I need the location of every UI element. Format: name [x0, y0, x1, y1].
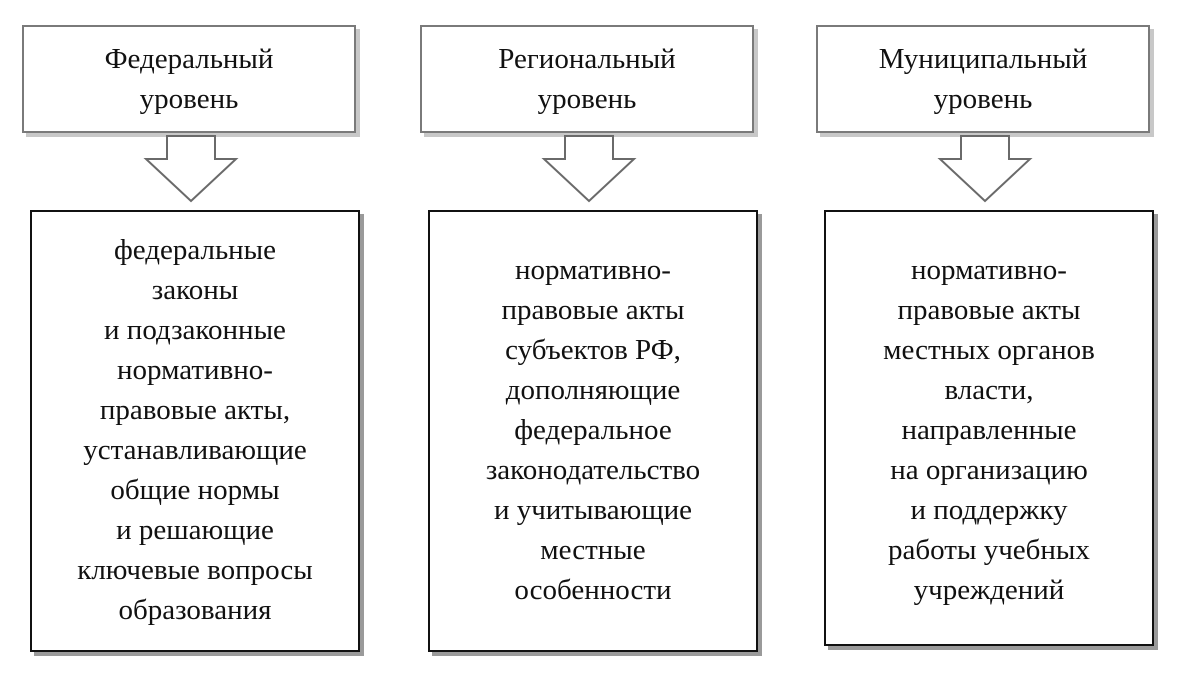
municipal-level-title: Муниципальный уровень — [878, 43, 1088, 115]
regional-level-title: Региональный уровень — [498, 43, 676, 115]
municipal-level-box: Муниципальный уровень — [816, 25, 1150, 133]
regional-content-text: нормативно- правовые акты субъектов РФ, … — [485, 254, 701, 606]
federal-content-text: федеральные законы и подзаконные нормати… — [77, 234, 313, 626]
regional-column: Региональный уровень нормативно- правовы… — [420, 0, 780, 678]
down-arrow-icon — [541, 135, 637, 203]
regional-content-box: нормативно- правовые акты субъектов РФ, … — [428, 210, 758, 652]
municipal-content-text: нормативно- правовые акты местных органо… — [883, 254, 1095, 606]
municipal-content-box: нормативно- правовые акты местных органо… — [824, 210, 1154, 646]
federal-level-title: Федеральный уровень — [104, 43, 274, 115]
federal-level-box: Федеральный уровень — [22, 25, 356, 133]
municipal-column: Муниципальный уровень нормативно- правов… — [816, 0, 1176, 678]
federal-content-box: федеральные законы и подзаконные нормати… — [30, 210, 360, 652]
down-arrow-icon — [143, 135, 239, 203]
down-arrow-icon — [937, 135, 1033, 203]
regional-level-box: Региональный уровень — [420, 25, 754, 133]
federal-column: Федеральный уровень федеральные законы и… — [22, 0, 382, 678]
